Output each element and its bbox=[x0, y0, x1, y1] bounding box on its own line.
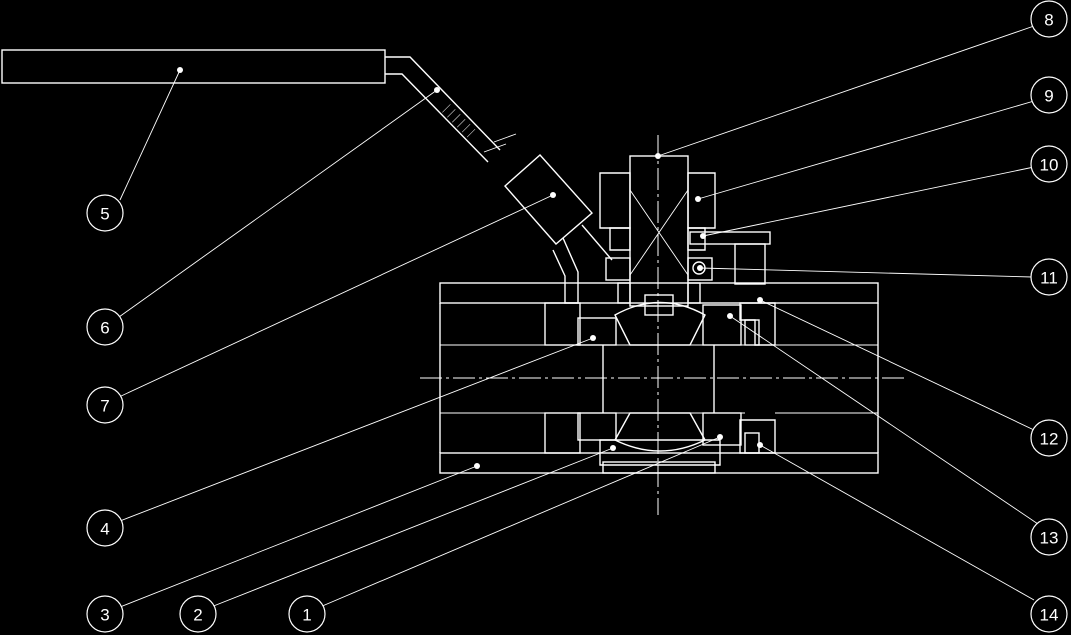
callout-label: 10 bbox=[1040, 156, 1059, 175]
callout-13: 13 bbox=[1030, 518, 1068, 556]
callout-label: 13 bbox=[1040, 529, 1059, 548]
callout-label: 14 bbox=[1040, 606, 1059, 625]
callout-10: 10 bbox=[1030, 145, 1068, 183]
callout-label: 2 bbox=[193, 606, 202, 625]
callout-5: 5 bbox=[86, 194, 124, 232]
callout-9: 9 bbox=[1030, 76, 1068, 114]
callout-4: 4 bbox=[86, 509, 124, 547]
stem bbox=[629, 155, 689, 316]
callout-12: 12 bbox=[1030, 419, 1068, 457]
callout-label: 9 bbox=[1044, 87, 1053, 106]
handle-lever bbox=[385, 56, 517, 163]
gland-nut bbox=[599, 172, 716, 251]
callout-label: 1 bbox=[302, 606, 311, 625]
ball bbox=[578, 301, 745, 452]
callout-14: 14 bbox=[1030, 595, 1068, 633]
callout-2: 2 bbox=[179, 595, 217, 633]
callout-1: 1 bbox=[288, 595, 326, 633]
callout-8: 8 bbox=[1030, 0, 1068, 38]
seats bbox=[577, 304, 760, 454]
handle-grip bbox=[1, 49, 386, 84]
callout-label: 6 bbox=[100, 319, 109, 338]
callout-6: 6 bbox=[86, 308, 124, 346]
callout-label: 11 bbox=[1040, 269, 1058, 288]
callout-label: 7 bbox=[100, 397, 109, 416]
handle-sleeve bbox=[504, 154, 613, 304]
callout-label: 4 bbox=[100, 520, 109, 539]
callout-label: 5 bbox=[100, 205, 109, 224]
callout-label: 12 bbox=[1040, 430, 1059, 449]
center-lines bbox=[420, 135, 905, 515]
callout-11: 11 bbox=[1030, 258, 1068, 296]
callout-label: 8 bbox=[1044, 11, 1053, 30]
callout-7: 7 bbox=[86, 386, 124, 424]
leader-lines bbox=[118, 25, 1039, 608]
callout-label: 3 bbox=[100, 606, 109, 625]
callout-3: 3 bbox=[86, 595, 124, 633]
leader-dots bbox=[177, 67, 763, 469]
